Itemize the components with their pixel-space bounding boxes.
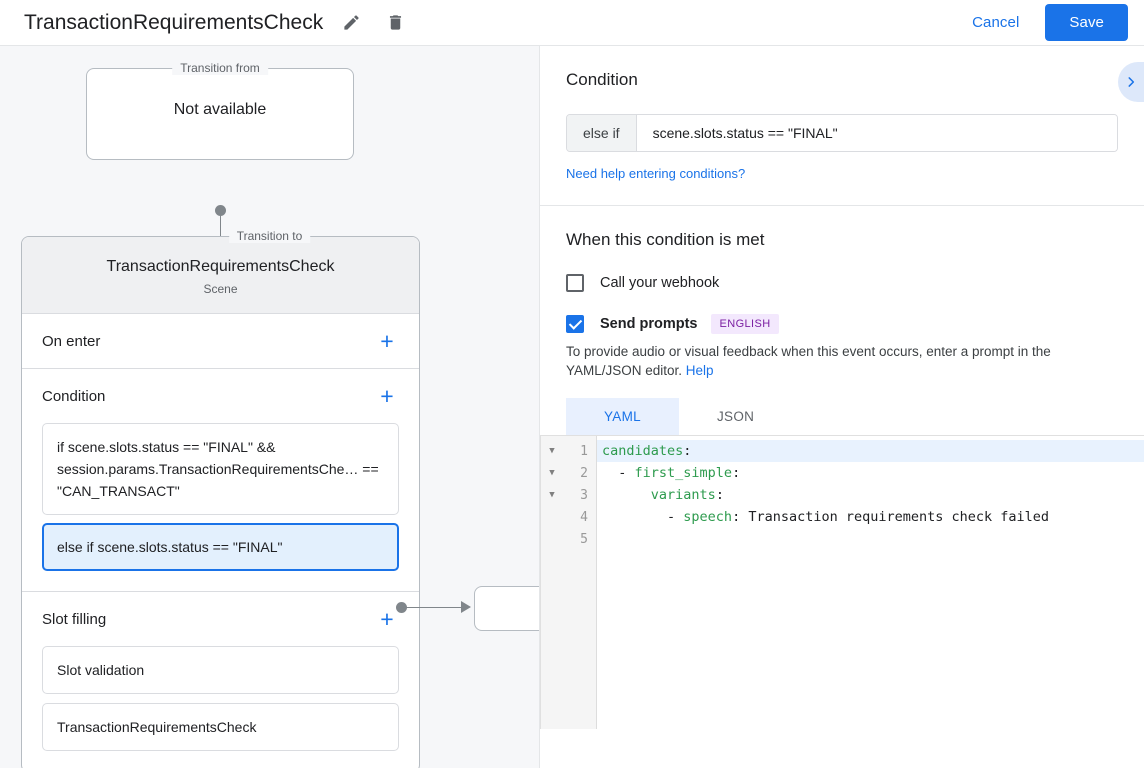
condition-list-item-selected[interactable]: else if scene.slots.status == "FINAL" [42,523,399,571]
section-condition: Condition + if scene.slots.status == "FI… [22,369,419,592]
transition-from-legend: Transition from [172,61,268,75]
code-token: Transaction requirements check failed [748,509,1050,525]
code-token: speech [683,509,733,525]
condition-heading: Condition [566,70,638,89]
fold-triangle-icon[interactable]: ▼ [549,490,555,500]
add-condition-button[interactable]: + [380,382,394,409]
condition-prefix-label: else if [567,115,637,151]
chevron-right-icon[interactable] [1118,62,1144,102]
section-title-slot-filling: Slot filling [42,610,107,628]
section-slot-filling: Slot filling + Slot validation Transacti… [22,592,419,768]
code-token [602,487,651,503]
transition-from-box[interactable]: Transition from Not available [86,61,354,160]
code-token: : [715,487,724,503]
tab-json[interactable]: JSON [716,409,755,424]
outgoing-connector-dot [396,602,407,613]
next-node-card[interactable] [474,586,539,631]
add-slot-filling-button[interactable]: + [380,605,394,632]
webhook-checkbox[interactable] [566,274,584,292]
panel-condition-section: Condition else if scene.slots.status == … [540,46,1144,206]
editor-code-line[interactable]: - first_simple: [597,462,1144,484]
condition-list-item[interactable]: if scene.slots.status == "FINAL" && sess… [42,423,399,515]
section-on-enter: On enter + [22,314,419,369]
details-panel: Condition else if scene.slots.status == … [540,46,1144,768]
slot-filling-item[interactable]: Slot validation [42,646,399,694]
editor-line-number: 3 [580,487,588,503]
app-header: TransactionRequirementsCheck Cancel Save [0,0,1144,46]
code-token: : [732,509,749,525]
section-title-condition: Condition [42,387,106,405]
send-prompts-checkbox[interactable] [566,315,584,333]
editor-line-number: 1 [580,443,588,459]
editor-code-line[interactable] [597,528,1144,550]
code-token: : [732,465,741,481]
send-prompts-label: Send prompts [600,316,698,332]
editor-gutter-line: ▼1 [541,440,596,462]
prompts-hint-text: To provide audio or visual feedback when… [566,344,1051,378]
condition-help-link[interactable]: Need help entering conditions? [566,166,746,181]
scene-card-header[interactable]: TransactionRequirementsCheck Scene [22,237,419,314]
code-token: candidates [602,443,684,459]
transition-to-legend: Transition to [228,229,311,243]
editor-line-number: 2 [580,465,588,481]
editor-code-line[interactable]: variants: [597,484,1144,506]
cancel-button[interactable]: Cancel [960,6,1031,39]
webhook-label: Call your webhook [600,275,720,291]
fold-triangle-icon[interactable]: ▼ [549,468,555,478]
prompts-hint: To provide audio or visual feedback when… [566,342,1118,380]
section-title-on-enter: On enter [42,332,101,350]
prompts-help-link[interactable]: Help [685,363,714,378]
editor-gutter-line: ▼2 [541,462,596,484]
save-button[interactable]: Save [1045,4,1128,41]
outgoing-connector-arrow [461,601,471,613]
code-token: : [683,443,692,459]
condition-input-row[interactable]: else if scene.slots.status == "FINAL" [566,114,1118,152]
flow-canvas[interactable]: Transition from Not available Transition… [0,46,540,768]
editor-gutter-line: 5 [541,528,596,550]
pencil-icon[interactable] [339,11,363,35]
editor-code-area[interactable]: candidates: - first_simple: variants: - … [597,436,1144,729]
code-token: first_simple [634,465,733,481]
slot-filling-item[interactable]: TransactionRequirementsCheck [42,703,399,751]
code-token: - [602,465,635,481]
transition-from-value: Not available [173,101,267,118]
add-on-enter-button[interactable]: + [380,327,394,354]
trash-icon[interactable] [383,11,407,35]
connector-dot [215,205,226,216]
language-badge: ENGLISH [711,314,779,334]
panel-when-met-section: When this condition is met Call your web… [540,206,1144,435]
scene-name: TransactionRequirementsCheck [106,258,335,275]
send-prompts-checkbox-row[interactable]: Send prompts ENGLISH [566,314,1118,334]
scene-card[interactable]: TransactionRequirementsCheck Scene On en… [21,236,420,768]
scene-subtitle: Scene [203,282,238,296]
outgoing-connector-line [405,606,463,608]
editor-code-line[interactable]: candidates: [597,440,1144,462]
when-met-heading: When this condition is met [566,230,765,249]
page-title: TransactionRequirementsCheck [24,10,324,34]
code-token: variants [650,487,716,503]
tab-yaml[interactable]: YAML [566,398,679,435]
fold-triangle-icon[interactable]: ▼ [549,446,555,456]
editor-code-line[interactable]: - speech: Transaction requirements check… [597,506,1144,528]
webhook-checkbox-row[interactable]: Call your webhook [566,274,1118,292]
editor-gutter-line: ▼3 [541,484,596,506]
editor-gutter-line: 4 [541,506,596,528]
editor-line-number: 5 [580,531,588,547]
condition-expression-input[interactable]: scene.slots.status == "FINAL" [636,115,1117,151]
code-token: - [602,509,684,525]
editor-format-tabs: YAML JSON [566,398,1118,435]
editor-line-number: 4 [580,509,588,525]
